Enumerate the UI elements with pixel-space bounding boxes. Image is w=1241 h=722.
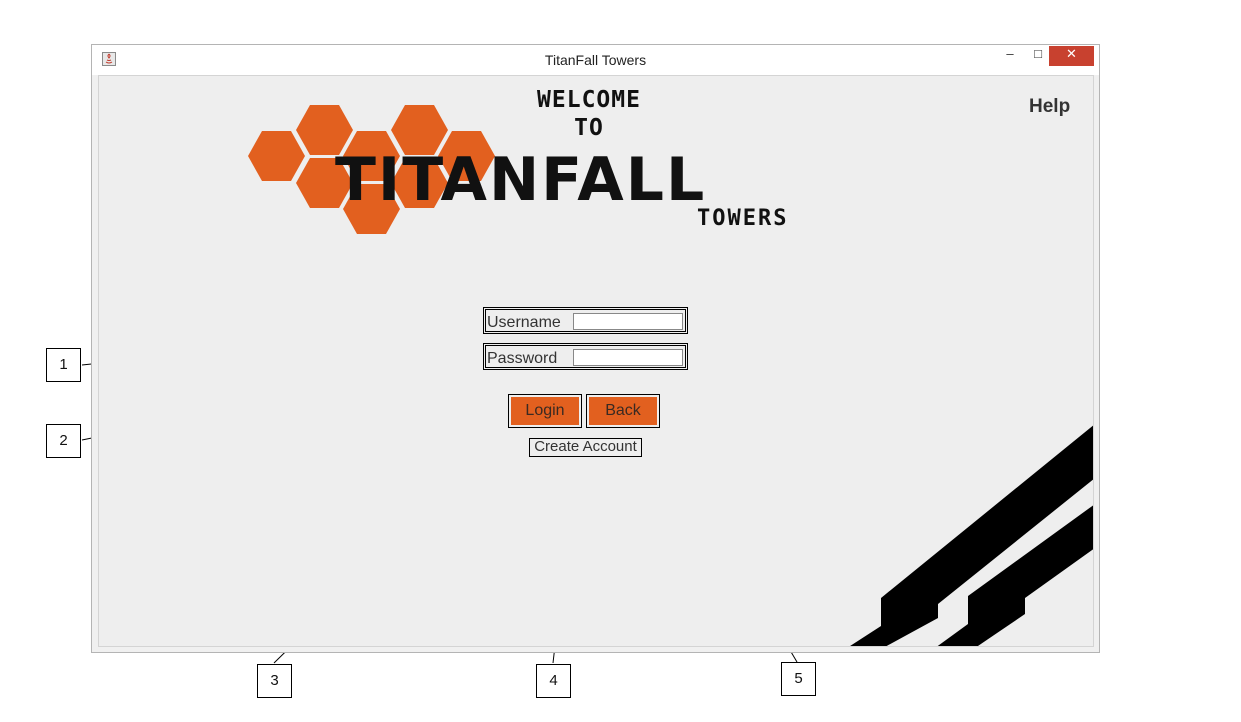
window-title: TitanFall Towers (544, 52, 647, 68)
callout-5: 5 (781, 662, 816, 696)
callout-2: 2 (46, 424, 81, 458)
callout-1: 1 (46, 348, 81, 382)
welcome-line-2: TO (574, 115, 604, 141)
login-panel: WELCOME TO TITANFALL TOWERS Help Usernam… (98, 75, 1094, 647)
decorative-stripes (850, 425, 1093, 646)
callout-3: 3 (257, 664, 292, 698)
close-button[interactable]: ✕ (1049, 46, 1094, 66)
password-row: Password (483, 343, 688, 370)
logo-title: TITANFALL (335, 145, 707, 215)
back-button[interactable]: Back (586, 394, 660, 428)
maximize-button[interactable]: □ (1034, 46, 1042, 61)
callout-4: 4 (536, 664, 571, 698)
welcome-heading: WELCOME TO (479, 86, 699, 142)
logo-subtitle: TOWERS (697, 206, 789, 231)
login-button[interactable]: Login (508, 394, 582, 428)
back-button-label: Back (589, 397, 657, 425)
username-label: Username (487, 314, 561, 331)
username-row: Username (483, 307, 688, 334)
hexagon-cluster-logo (248, 105, 495, 234)
password-label: Password (487, 350, 558, 367)
password-input[interactable] (573, 349, 683, 366)
login-button-label: Login (511, 397, 579, 425)
welcome-line-1: WELCOME (537, 87, 641, 113)
help-link[interactable]: Help (1029, 96, 1071, 117)
title-bar[interactable]: TitanFall Towers – □ ✕ (92, 45, 1099, 75)
username-input[interactable] (573, 313, 683, 330)
minimize-button[interactable]: – (1006, 46, 1014, 61)
java-app-icon[interactable] (102, 52, 116, 66)
create-account-link[interactable]: Create Account (529, 438, 642, 457)
app-window: TitanFall Towers – □ ✕ WELCOME TO TITANF… (91, 44, 1100, 653)
